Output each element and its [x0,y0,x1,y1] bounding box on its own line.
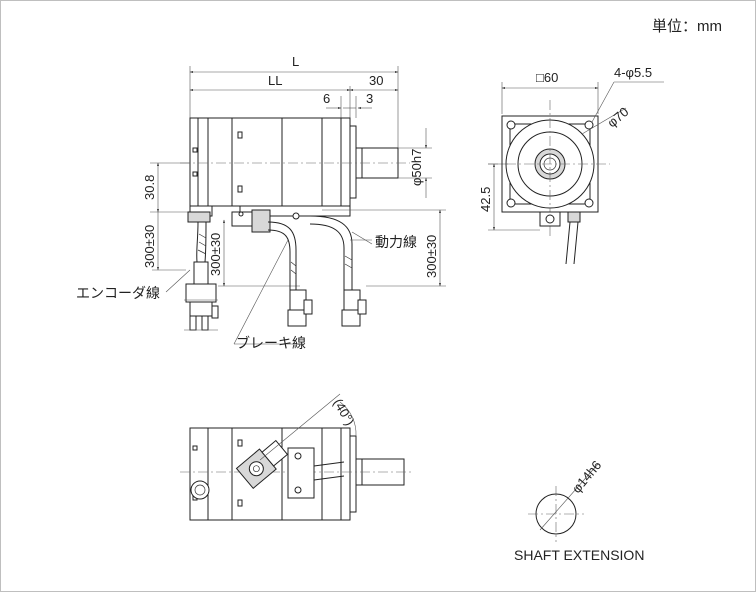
label-power-line: 動力線 [375,234,417,250]
unit-label: 単位：mm [652,18,722,35]
dim-holes: 4-φ5.5 [614,65,652,80]
dim-shaft-phi50: φ50h7 [409,149,424,186]
dim-LL: LL [268,73,282,88]
dim-shaft-phi14: φ14h6 [569,458,605,496]
label-brake-line: ブレーキ線 [236,335,306,351]
side-view: L LL 30 6 3 [76,54,446,351]
label-shaft-extension: SHAFT EXTENSION [514,547,644,563]
dim-pcd70: φ70 [604,104,631,130]
dim-42-5: 42.5 [478,187,493,212]
dim-angle-40: (40°) [330,396,357,428]
top-view: (40°) [180,393,414,521]
dim-L: L [292,54,299,69]
dim-cable-right: 300±30 [424,235,439,278]
dim-6: 6 [323,91,330,106]
dim-flange-60: □60 [536,70,558,85]
dim-3: 3 [366,91,373,106]
dim-30: 30 [369,73,383,88]
dim-30-8: 30.8 [142,175,157,200]
dim-cable-left-b: 300±30 [208,233,223,276]
front-view: □60 4-φ5.5 φ70 42.5 [478,65,664,265]
label-encoder-line: エンコーダ線 [76,285,160,301]
shaft-extension-view: φ14h6 SHAFT EXTENSION [514,458,644,563]
dim-cable-left-a: 300±30 [142,225,157,268]
